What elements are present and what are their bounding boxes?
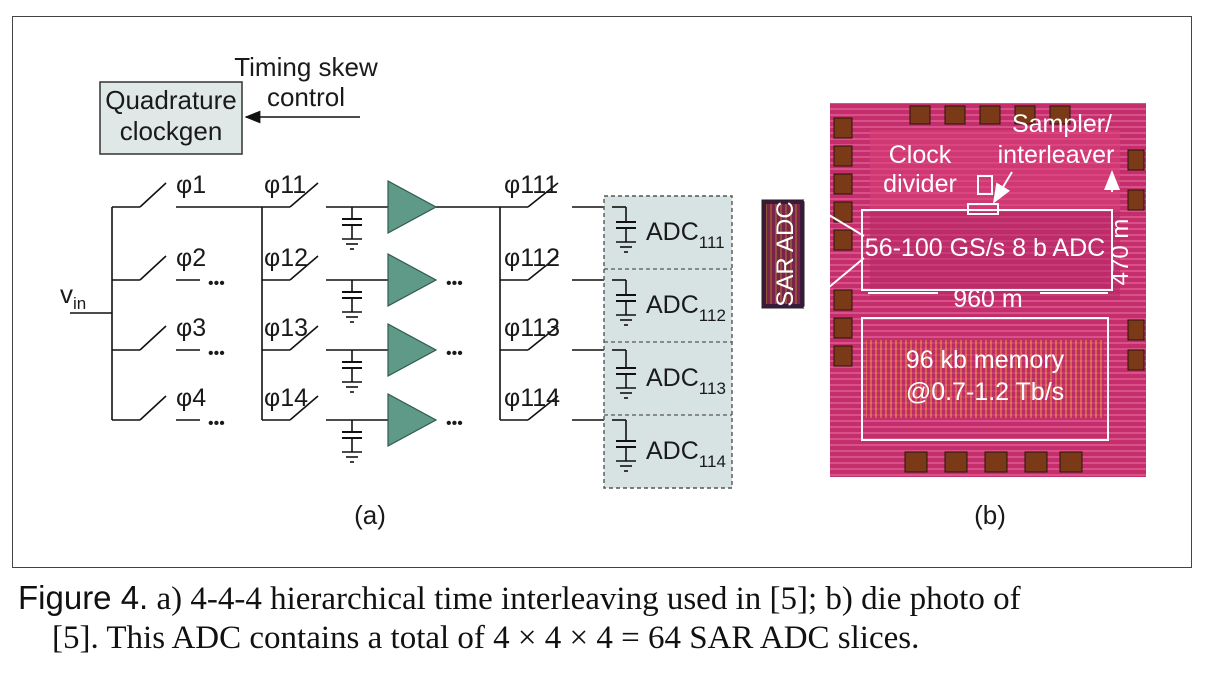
figure-caption: Figure 4. a) 4-4-4 hierarchical time int… — [18, 578, 1198, 658]
phase-label-stage1: φ4 — [176, 384, 206, 412]
bond-pad — [1014, 105, 1036, 125]
skew-label-1: Timing skew — [234, 52, 378, 82]
input-label: vin — [60, 279, 86, 313]
bond-pad — [1024, 451, 1048, 473]
bond-pad — [833, 345, 853, 367]
panel-b-label: (b) — [974, 500, 1006, 530]
bond-pad — [1127, 349, 1145, 371]
clock-divider-block — [977, 175, 993, 195]
clockgen-label-2: clockgen — [120, 116, 223, 146]
memory-region — [861, 317, 1109, 441]
phase-label-stage3: φ111 — [504, 171, 558, 199]
phase-label-stage1: φ2 — [176, 244, 206, 272]
ellipsis: ••• — [446, 415, 463, 432]
caption-line-2: [5]. This ADC contains a total of 4 × 4 … — [52, 620, 920, 656]
panel-a-label: (a) — [354, 500, 386, 530]
bond-pad — [909, 105, 931, 125]
sampler-label-1: Sampler/ — [1012, 110, 1112, 138]
phase-label-stage2: φ11 — [264, 171, 306, 199]
bond-pad — [833, 229, 853, 251]
phase-label-stage3: φ112 — [504, 244, 560, 272]
adc-slice-label: ADC114 — [646, 437, 726, 471]
phase-label-stage2: φ14 — [264, 384, 308, 412]
memory-label-2: @0.7-1.2 Tb/s — [906, 378, 1064, 406]
bond-pad — [944, 105, 966, 125]
buffer-amplifier — [387, 252, 438, 308]
buffer-amplifier — [387, 322, 438, 378]
bond-pad — [904, 451, 928, 473]
clock-divider-label-2: divider — [883, 170, 957, 198]
buffer-amplifier — [387, 179, 438, 235]
bond-pad — [1049, 105, 1071, 125]
panel-b: SAR ADC 56-100 GS/s 8 b ADC 470 m 960 m … — [761, 103, 1146, 530]
bond-pad — [1127, 319, 1145, 341]
sampler-block — [967, 203, 999, 215]
bond-pad — [833, 173, 853, 195]
switch-stage2 — [289, 325, 319, 351]
phase-label-stage2: φ13 — [264, 314, 308, 342]
bond-pad — [833, 145, 853, 167]
clock-divider-label-1: Clock — [889, 141, 952, 169]
ellipsis: ••• — [208, 415, 225, 432]
bond-pad — [1059, 451, 1083, 473]
phase-label-stage2: φ12 — [264, 244, 308, 272]
sampler-label-2: interleaver — [998, 141, 1115, 169]
switch-stage2 — [289, 182, 319, 208]
buffer-amplifier — [387, 392, 438, 448]
switch-stage3 — [527, 395, 559, 421]
phase-label-stage3: φ113 — [504, 314, 560, 342]
switch-stage3 — [527, 255, 559, 281]
width-label: 960 m — [953, 285, 1022, 313]
switch-stage3 — [527, 182, 559, 208]
phase-label-stage1: φ1 — [176, 171, 206, 199]
adc-slice-label: ADC113 — [646, 364, 726, 398]
switch-stage1 — [139, 325, 167, 351]
bond-pad — [833, 201, 853, 223]
bond-pad — [1127, 149, 1145, 171]
bond-pad — [979, 105, 1001, 125]
bond-pad — [833, 117, 853, 139]
clockgen-box — [99, 81, 243, 155]
adc-slice-label: ADC112 — [646, 291, 726, 325]
ellipsis: ••• — [208, 345, 225, 362]
sar-adc-label: SAR ADC — [772, 201, 799, 306]
memory-label-1: 96 kb memory — [906, 346, 1065, 374]
switch-stage2 — [289, 395, 319, 421]
height-label: 470 m — [1107, 219, 1134, 286]
skew-label-2: control — [267, 82, 345, 112]
bond-pad — [833, 317, 853, 339]
panel-a: Quadrature clockgen Timing skew control … — [60, 52, 733, 530]
bond-pad — [984, 451, 1008, 473]
caption-label: Figure 4. — [18, 579, 149, 616]
bond-pad — [944, 451, 968, 473]
ellipsis: ••• — [446, 345, 463, 362]
adc-slice-label: ADC111 — [646, 218, 725, 252]
bond-pad — [833, 289, 853, 311]
switch-stage2 — [289, 255, 319, 281]
clockgen-label-1: Quadrature — [105, 85, 237, 115]
switch-stage1 — [139, 182, 167, 208]
phase-label-stage1: φ3 — [176, 314, 206, 342]
switch-stage3 — [527, 325, 559, 351]
bond-pad — [1127, 189, 1145, 211]
caption-line-1: a) 4-4-4 hierarchical time interleaving … — [148, 581, 1021, 617]
switch-stage1 — [139, 395, 167, 421]
ellipsis: ••• — [446, 275, 463, 292]
adc-region — [861, 209, 1113, 291]
phase-label-stage3: φ114 — [504, 384, 560, 412]
ellipsis: ••• — [208, 275, 225, 292]
switch-stage1 — [139, 255, 167, 281]
figure-frame — [12, 16, 1192, 568]
adc-region-label: 56-100 GS/s 8 b ADC — [865, 234, 1105, 262]
